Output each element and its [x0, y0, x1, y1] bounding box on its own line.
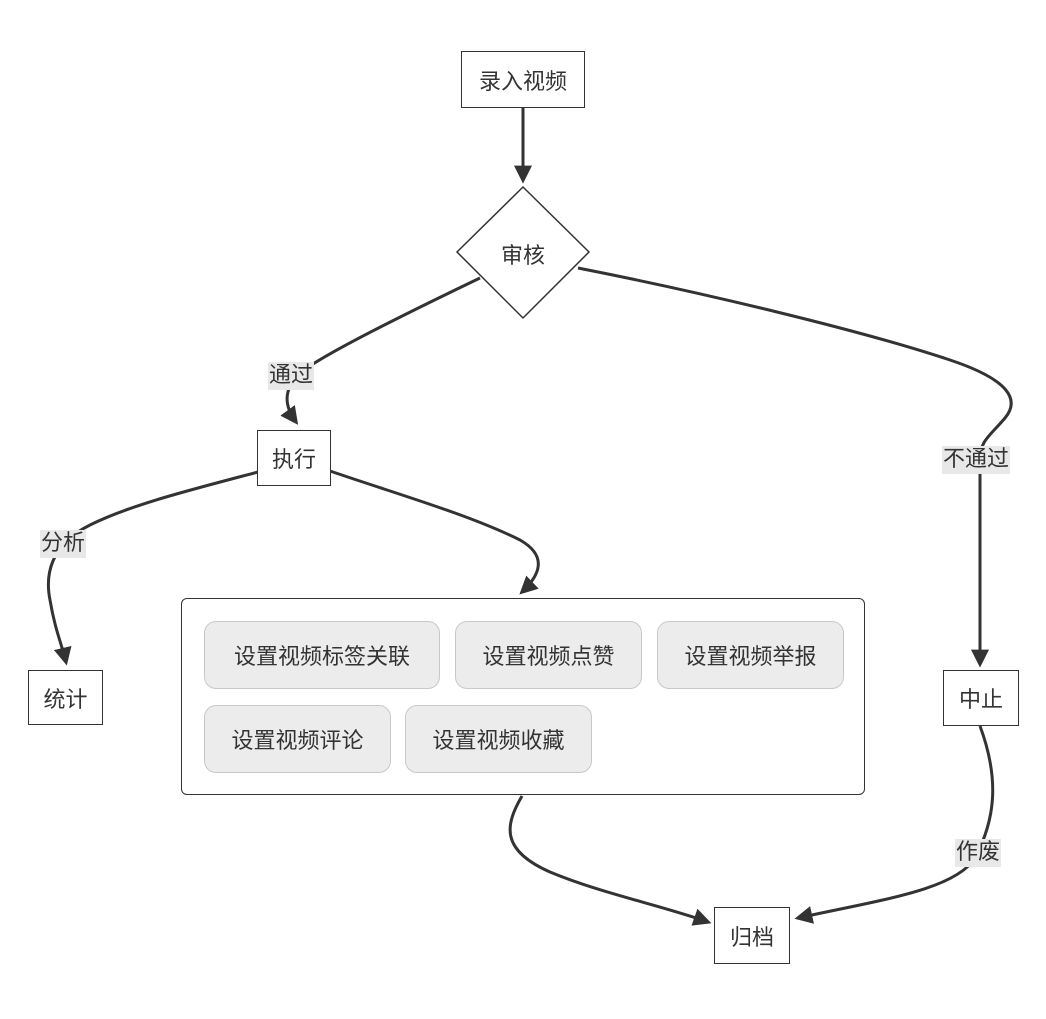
node-archive: 归档: [714, 907, 790, 964]
edge-review-execute: [280, 276, 481, 425]
node-stats: 统计: [28, 670, 103, 725]
action-group: 设置视频标签关联 设置视频点赞 设置视频举报 设置视频评论 设置视频收藏: [181, 598, 865, 795]
edge-execute-group: [329, 469, 540, 595]
node-stop: 中止: [943, 670, 1019, 726]
group-item-like: 设置视频点赞: [455, 621, 642, 689]
node-execute: 执行: [257, 430, 331, 486]
edge-label-fail: 不通过: [942, 446, 1011, 474]
edge-label-analyze: 分析: [40, 530, 87, 558]
edge-group-archive: [508, 795, 712, 926]
edge-label-pass: 通过: [268, 362, 315, 390]
review-diamond: [455, 185, 591, 320]
group-item-report: 设置视频举报: [657, 621, 844, 689]
edge-label-discard: 作废: [955, 839, 1002, 867]
node-input: 录入视频: [461, 51, 585, 108]
group-item-tag-link: 设置视频标签关联: [204, 621, 440, 689]
group-item-comment: 设置视频评论: [204, 705, 391, 773]
edge-review-stop: [577, 266, 1013, 668]
group-item-favorite: 设置视频收藏: [405, 705, 592, 773]
node-review-label: 审核: [500, 244, 545, 269]
